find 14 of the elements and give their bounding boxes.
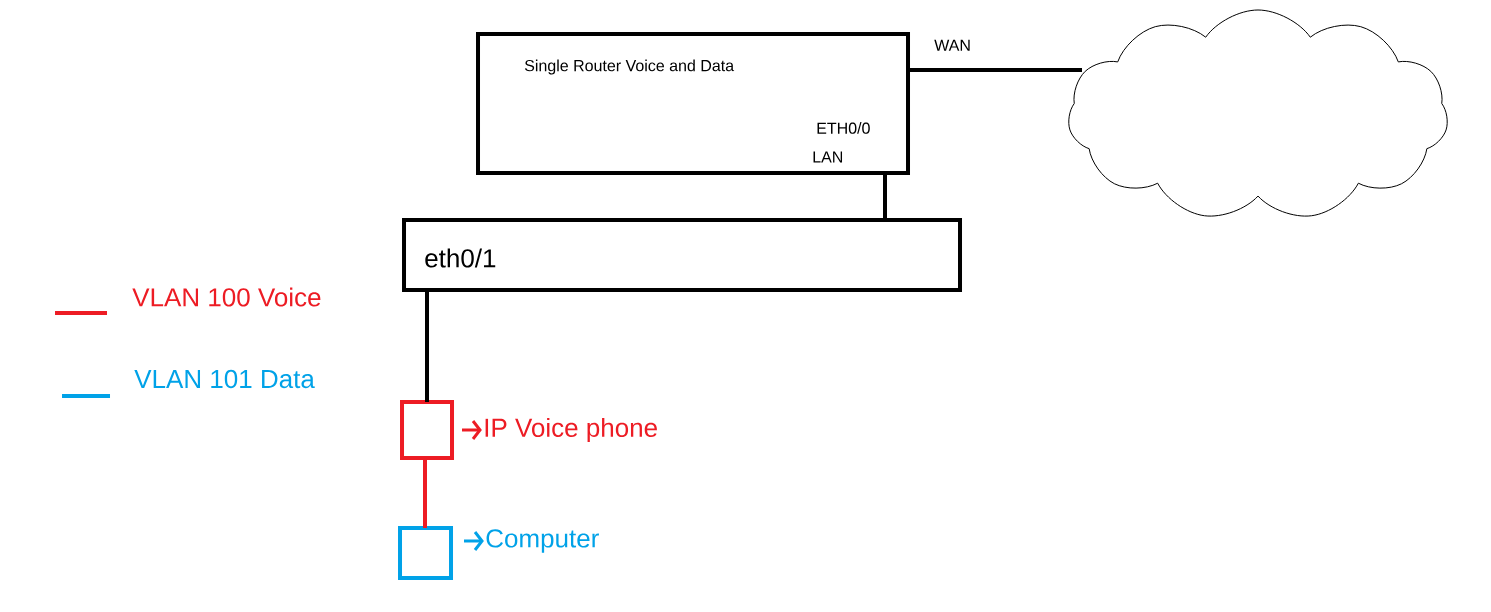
- cloud: [1068, 9, 1448, 217]
- device-box: IP Voice phone: [400, 400, 657, 460]
- connector-line: [908, 68, 1082, 72]
- connector-line: [883, 173, 887, 220]
- router-box: Single Router Voice and Data ETH0/0 LAN: [476, 32, 910, 175]
- node-label: IP Voice phone: [485, 417, 657, 443]
- switch-box: eth0/1: [402, 218, 962, 292]
- device-box: Computer: [398, 526, 599, 580]
- legend-label: VLAN 100 Voice: [132, 287, 321, 307]
- connector-line: [423, 458, 427, 528]
- edge-label: WAN: [933, 38, 972, 52]
- connector-line: [425, 290, 429, 402]
- node-label: Computer: [486, 529, 599, 553]
- legend-label: VLAN 101 Data: [134, 369, 315, 389]
